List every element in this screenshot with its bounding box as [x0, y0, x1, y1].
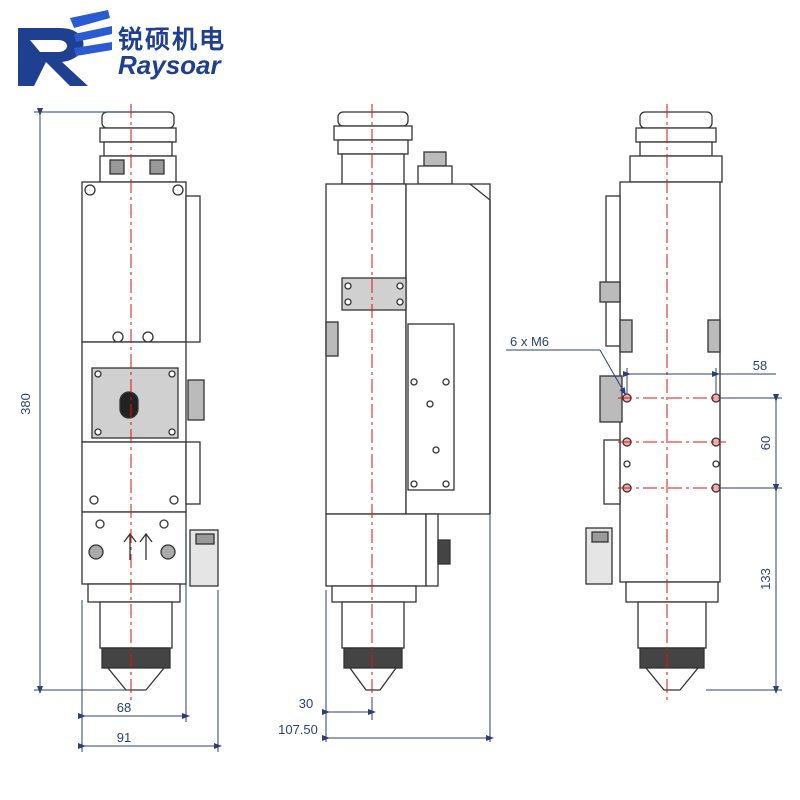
dim-30: 30 — [299, 696, 313, 711]
dim-107-50: 107.50 — [278, 722, 318, 737]
centerlines — [130, 104, 726, 700]
dim-58: 58 — [753, 358, 767, 373]
dim-133: 133 — [758, 568, 773, 590]
dimension-lines — [34, 108, 782, 752]
back-view — [585, 111, 723, 691]
front-view — [81, 111, 219, 691]
dim-380: 380 — [18, 393, 33, 415]
brand-logo: 锐硕机电 Raysoar — [0, 0, 240, 90]
thread-note: 6 x M6 — [510, 334, 549, 349]
dim-60: 60 — [758, 436, 773, 450]
side-view — [325, 111, 491, 691]
dim-68: 68 — [117, 700, 131, 715]
brand-name-cn: 锐硕机电 — [118, 25, 227, 54]
raysoar-logo-icon — [18, 10, 112, 86]
brand-name-en: Raysoar — [118, 50, 221, 80]
dim-91: 91 — [117, 730, 131, 745]
dimension-labels: 380 68 91 30 107.50 58 60 133 6 x M6 — [18, 334, 773, 745]
